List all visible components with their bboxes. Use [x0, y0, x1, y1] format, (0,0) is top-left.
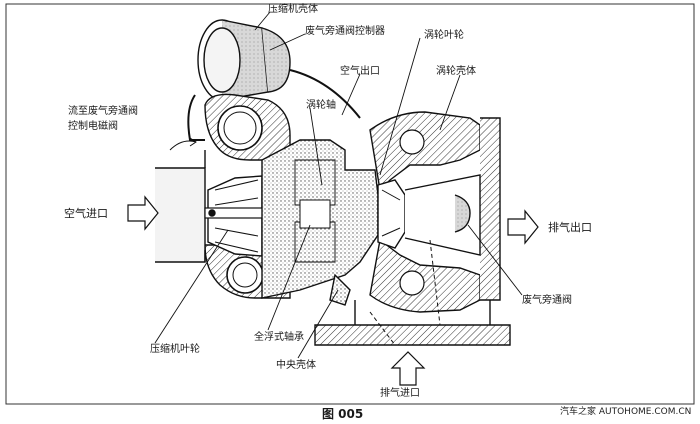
label-air-outlet: 空气出口 [340, 64, 380, 77]
label-floating-bearing: 全浮式轴承 [254, 330, 304, 343]
exhaust-outlet-arrow [507, 209, 539, 245]
exhaust-outlet-flange [480, 117, 501, 301]
label-to-wastegate-line2: 控制电磁阀 [68, 119, 118, 132]
air-inlet-duct [155, 167, 206, 263]
turbine-housing-bottom [369, 238, 481, 313]
label-turbine-wheel: 涡轮叶轮 [424, 28, 464, 41]
figure-border [5, 3, 695, 405]
figure-caption: 图 005 [322, 407, 363, 420]
label-wastegate-controller: 废气旁通阀控制器 [305, 24, 385, 37]
labels: 压缩机壳体 废气旁通阀控制器 涡轮叶轮 空气出口 涡轮壳体 流至废气旁通阀 控制… [64, 2, 592, 399]
label-compressor-wheel: 压缩机叶轮 [150, 342, 200, 355]
wastegate-valve-flap [454, 194, 471, 233]
label-turbine-housing: 涡轮壳体 [436, 64, 476, 77]
label-compressor-housing: 压缩机壳体 [268, 2, 318, 15]
label-to-wastegate-line1: 流至废气旁通阀 [68, 104, 138, 117]
turbine-housing-top [369, 111, 481, 192]
label-center-housing: 中央壳体 [276, 358, 316, 371]
label-turbine-shaft: 涡轮轴 [306, 98, 336, 111]
leader-lines [154, 11, 523, 359]
floating-bearing [299, 199, 331, 229]
air-inlet-arrow [127, 195, 159, 231]
wastegate-actuator [187, 19, 291, 141]
label-air-inlet: 空气进口 [64, 206, 108, 220]
label-exhaust-outlet: 排气出口 [548, 220, 592, 234]
exhaust-inlet-flange [314, 324, 511, 346]
turbocharger-drawing [127, 19, 539, 386]
exhaust-inlet-arrow [390, 351, 426, 386]
label-exhaust-inlet: 排气进口 [380, 386, 420, 399]
air-outlet-hose [289, 69, 361, 119]
watermark: 汽车之家 AUTOHOME.COM.CN [560, 405, 691, 417]
label-wastegate-valve: 废气旁通阀 [522, 293, 572, 306]
